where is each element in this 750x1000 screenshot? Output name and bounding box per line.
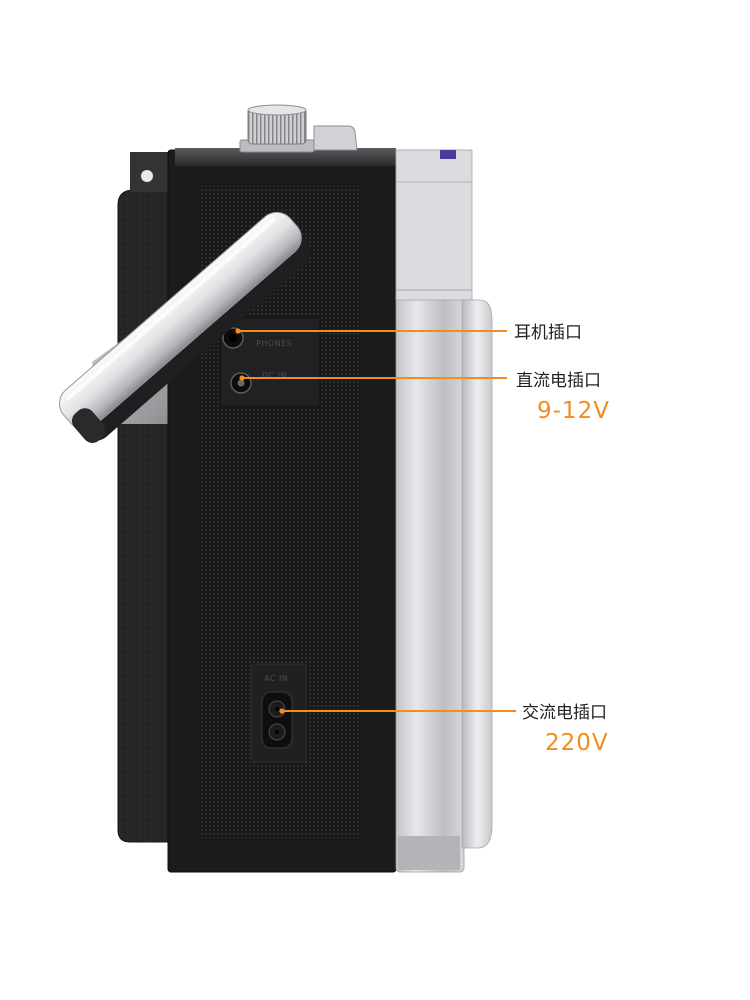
dc-in-print: DC IN (262, 371, 287, 380)
phones-print: PHONES (256, 339, 292, 348)
tuning-knob (239, 104, 358, 153)
callout-dc: 直流电插口 9-12V (239, 371, 610, 424)
blue-trim (440, 150, 456, 159)
bezel-foot (398, 836, 460, 870)
callout-ac-voltage: 220V (545, 730, 609, 756)
callout-ac: 交流电插口 220V (279, 703, 608, 756)
carry-handle (59, 211, 312, 443)
upper-bezel-block (395, 149, 473, 301)
callout-dc-label: 直流电插口 (516, 371, 601, 391)
knob-bracket (313, 125, 358, 151)
ac-socket: AC IN (251, 663, 307, 763)
ac-in-print: AC IN (264, 674, 288, 683)
top-strip (175, 148, 396, 166)
callout-headphone-label: 耳机插口 (514, 323, 582, 343)
callout-dc-voltage: 9-12V (537, 398, 610, 424)
front-bezel (395, 149, 493, 873)
callout-headphone: 耳机插口 (235, 323, 582, 343)
front-rim (461, 299, 493, 849)
back-housing (117, 152, 177, 843)
callout-ac-label: 交流电插口 (522, 703, 607, 723)
antenna-tip (141, 170, 153, 182)
